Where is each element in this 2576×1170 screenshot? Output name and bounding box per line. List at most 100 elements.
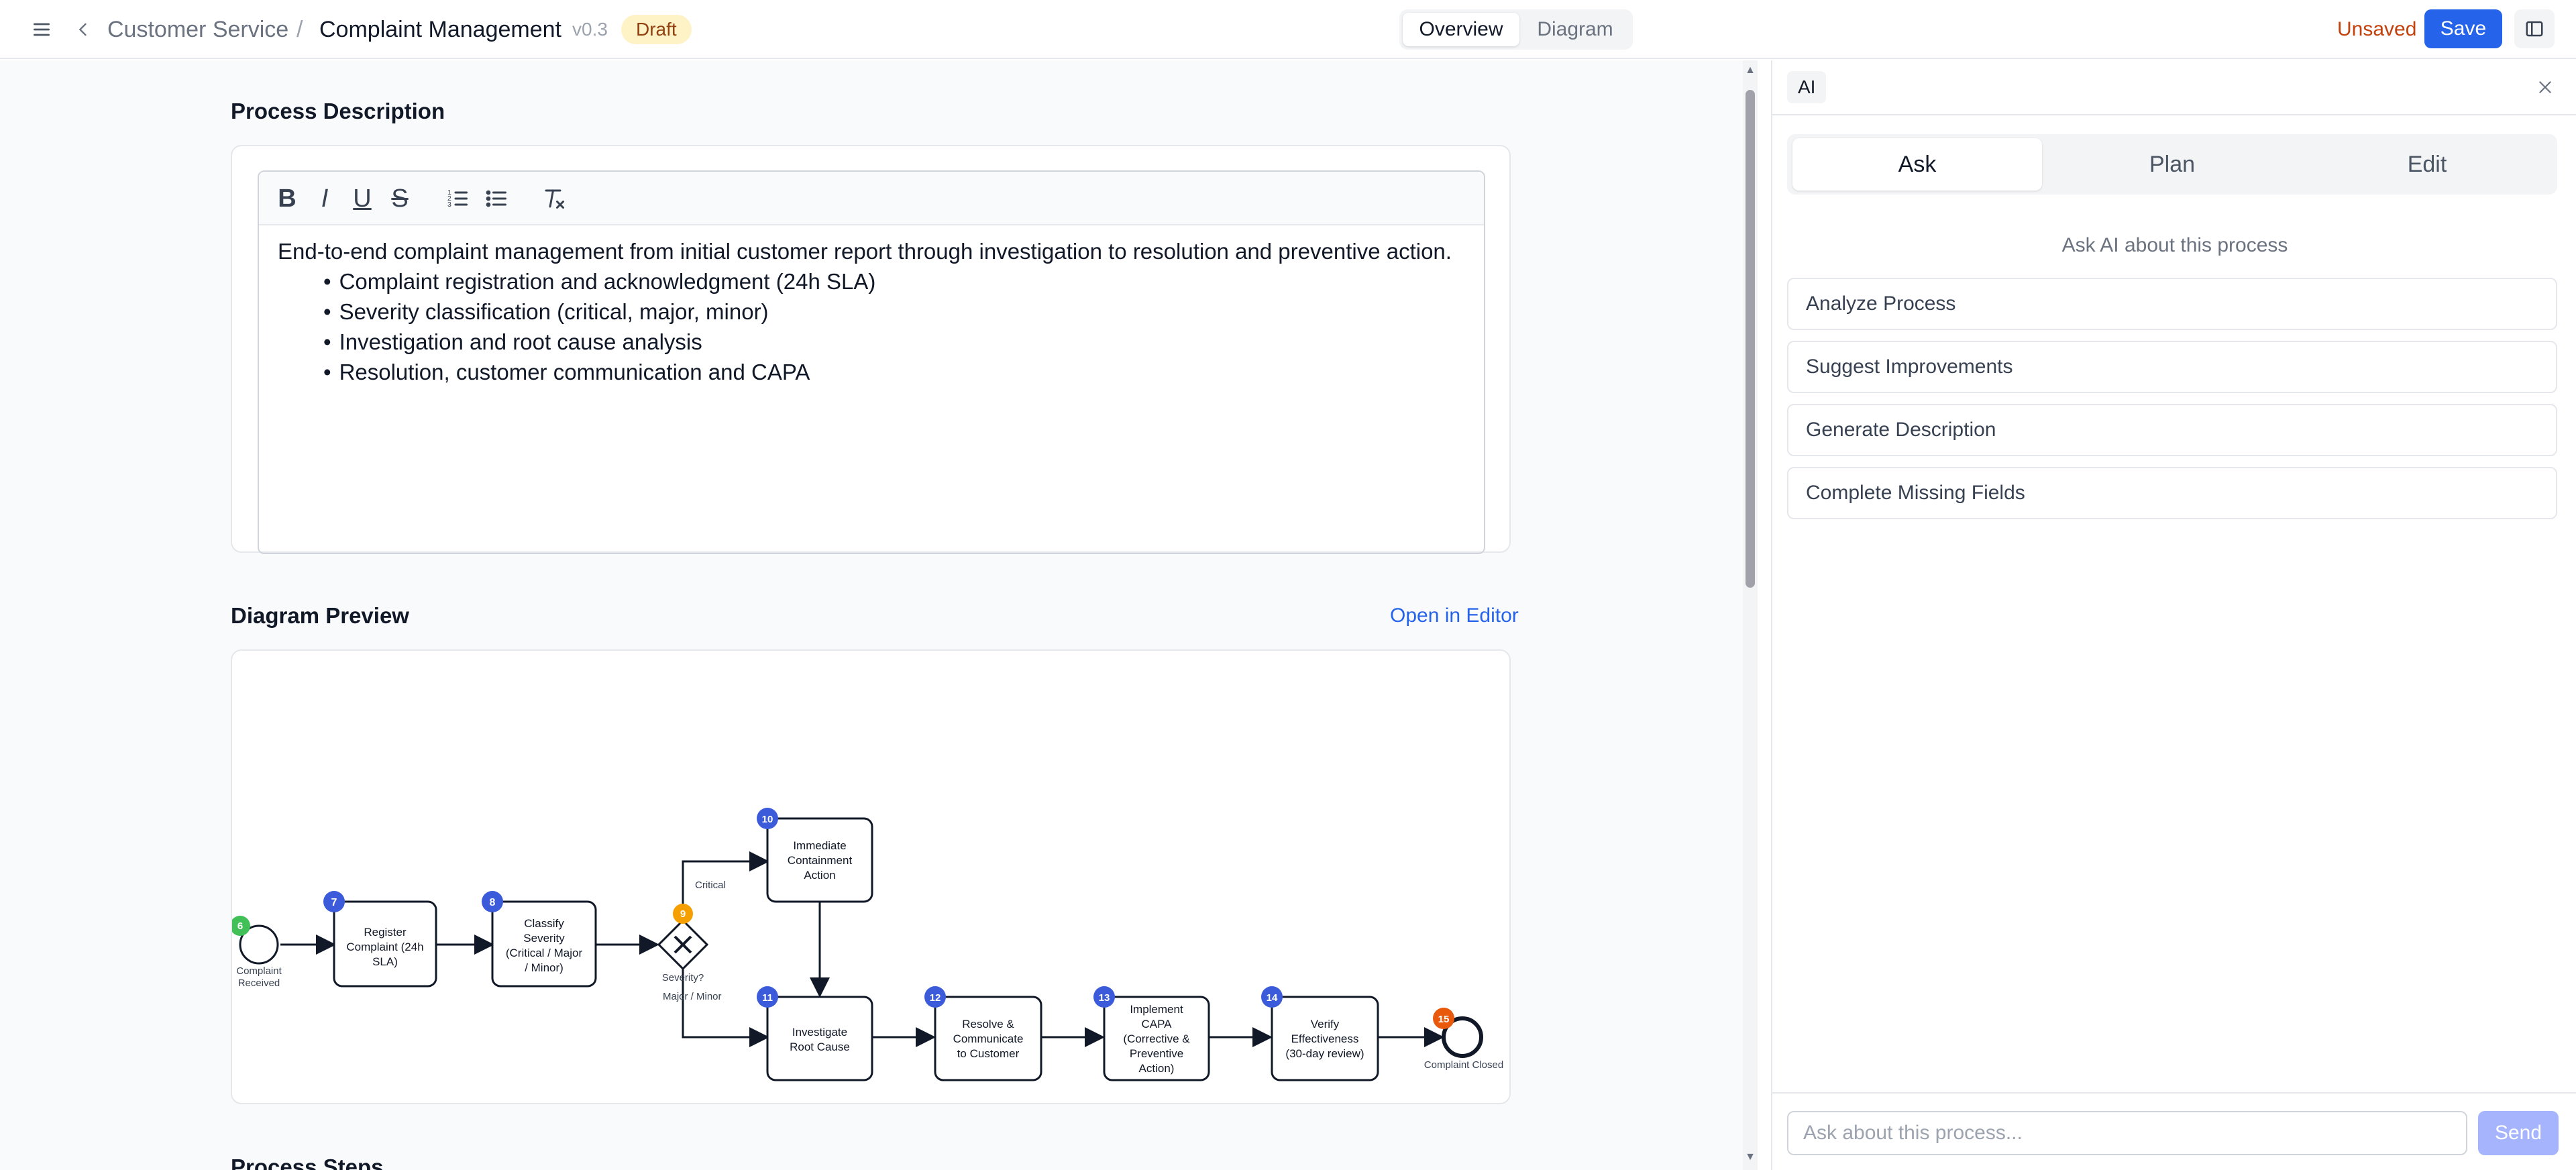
start-label-line: Complaint: [236, 965, 282, 977]
tab-overview[interactable]: Overview: [1403, 13, 1519, 46]
end-label: Complaint Closed: [1424, 1059, 1503, 1071]
task-label-line: Effectiveness: [1291, 1032, 1359, 1045]
scrollbar-thumb[interactable]: [1746, 90, 1755, 588]
task-label-line: Immediate: [793, 839, 846, 852]
bold-icon[interactable]: B: [278, 184, 297, 213]
tab-ask[interactable]: Ask: [1792, 138, 2042, 191]
description-text: End-to-end complaint management from ini…: [278, 239, 1452, 264]
suggest-improvements-button[interactable]: Suggest Improvements: [1787, 341, 2557, 393]
bullet-list-icon[interactable]: [480, 182, 513, 215]
view-switcher: Overview Diagram: [1399, 9, 1633, 50]
open-in-editor-link[interactable]: Open in Editor: [1390, 604, 1519, 627]
bpmn-diagram[interactable]: Critical Major / Minor Complaint Receive…: [232, 651, 1509, 1103]
step-badge-number: 10: [762, 814, 773, 825]
task-investigate-root-cause[interactable]: Investigate Root Cause 11: [757, 986, 873, 1081]
step-badge-number: 15: [1438, 1014, 1450, 1025]
send-button[interactable]: Send: [2478, 1111, 2559, 1155]
ai-panel-label: AI: [1787, 71, 1827, 103]
process-description-heading: Process Description: [231, 99, 445, 123]
step-badge-number: 12: [930, 992, 941, 1004]
underline-icon[interactable]: U: [353, 184, 372, 213]
step-badge: [757, 808, 778, 829]
step-badge: [673, 904, 693, 924]
tab-edit[interactable]: Edit: [2407, 152, 2447, 177]
process-steps-heading: Process Steps: [231, 1155, 384, 1170]
task-verify-effectiveness[interactable]: Verify Effectiveness (30-day review) 14: [1261, 986, 1379, 1081]
main-scrollbar[interactable]: ▲ ▼: [1743, 60, 1758, 1170]
edge-label-critical: Critical: [695, 880, 726, 891]
close-icon[interactable]: [2530, 72, 2560, 102]
task-label-line: Severity: [523, 932, 565, 945]
scroll-down-arrow-icon[interactable]: ▼: [1745, 1151, 1756, 1163]
task-label-line: (30-day review): [1285, 1047, 1364, 1060]
task-label-line: Complaint (24h: [346, 941, 423, 953]
start-label-line: Received: [238, 977, 280, 989]
ai-mode-tabs: Ask Plan Edit: [1787, 134, 2557, 195]
end-event[interactable]: Complaint Closed 15: [1424, 1008, 1503, 1071]
gateway-label: Severity?: [662, 972, 704, 983]
task-immediate-containment[interactable]: Immediate Containment Action 10: [757, 808, 873, 903]
step-badge-number: 9: [680, 908, 686, 920]
task-label-line: Classify: [524, 917, 564, 930]
diagram-card: Critical Major / Minor Complaint Receive…: [231, 649, 1511, 1104]
task-label-line: Investigate: [792, 1026, 847, 1039]
analyze-process-button[interactable]: Analyze Process: [1787, 278, 2557, 330]
svg-text:3: 3: [447, 201, 451, 209]
bullet-item: Resolution, customer communication and C…: [323, 357, 1465, 387]
ai-panel: AI Ask Plan Edit Ask AI about this proce…: [1771, 60, 2576, 1170]
task-label-line: CAPA: [1141, 1018, 1172, 1030]
task-register-complaint[interactable]: Register Complaint (24h SLA) 7: [323, 891, 437, 988]
step-badge-number: 14: [1267, 992, 1278, 1004]
task-implement-capa[interactable]: Implement CAPA (Corrective & Preventive …: [1093, 986, 1210, 1081]
strikethrough-icon[interactable]: S: [391, 184, 409, 213]
task-label-line: Implement: [1130, 1003, 1183, 1016]
task-label-line: Register: [364, 926, 407, 939]
tab-plan[interactable]: Plan: [2149, 152, 2196, 177]
bullet-item: Complaint registration and acknowledgmen…: [323, 266, 1465, 297]
task-label-line: Containment: [788, 854, 853, 867]
ai-question-input[interactable]: [1787, 1111, 2467, 1155]
gateway-severity[interactable]: Severity? 9: [657, 904, 709, 983]
diagram-preview-heading: Diagram Preview: [231, 603, 409, 628]
task-classify-severity[interactable]: Classify Severity (Critical / Major / Mi…: [482, 891, 597, 988]
task-resolve-communicate[interactable]: Resolve & Communicate to Customer 12: [924, 986, 1042, 1081]
clear-format-icon[interactable]: [538, 182, 570, 215]
task-label-line: Root Cause: [790, 1041, 850, 1053]
step-badge: [323, 891, 345, 912]
ai-hint-text: Ask AI about this process: [2061, 234, 2288, 256]
italic-icon[interactable]: I: [321, 184, 329, 213]
chevron-left-icon[interactable]: [67, 13, 99, 46]
hamburger-menu-icon[interactable]: [25, 13, 58, 46]
step-badge-number: 6: [237, 920, 243, 932]
divider: [1772, 1092, 2576, 1094]
start-event[interactable]: Complaint Received 6: [232, 916, 282, 989]
unsaved-indicator: Unsaved: [2337, 18, 2417, 40]
task-label-line: Action: [804, 869, 835, 882]
step-badge: [482, 891, 503, 912]
sidebar-panel-icon[interactable]: [2514, 9, 2555, 48]
step-badge: [757, 986, 778, 1008]
task-label-line: Resolve &: [962, 1018, 1014, 1030]
tab-diagram[interactable]: Diagram: [1537, 18, 1613, 40]
task-label-line: (Corrective &: [1123, 1032, 1190, 1045]
task-label-line: Communicate: [953, 1032, 1024, 1045]
description-bullets: Complaint registration and acknowledgmen…: [278, 266, 1465, 387]
generate-description-button[interactable]: Generate Description: [1787, 404, 2557, 456]
task-label-line: Preventive: [1130, 1047, 1183, 1060]
step-badge-number: 13: [1099, 992, 1110, 1004]
diagram-edges: [280, 851, 1444, 1047]
save-button[interactable]: Save: [2424, 9, 2502, 48]
edge-label-major-minor: Major / Minor: [663, 991, 722, 1002]
complete-missing-fields-button[interactable]: Complete Missing Fields: [1787, 467, 2557, 519]
top-bar: Customer Service / Complaint Management …: [0, 0, 2576, 59]
task-label-line: (Critical / Major: [506, 947, 583, 959]
breadcrumb-parent[interactable]: Customer Service: [107, 17, 289, 42]
scroll-up-arrow-icon[interactable]: ▲: [1745, 64, 1756, 76]
page-title: Complaint Management: [319, 17, 561, 42]
bullet-item: Investigation and root cause analysis: [323, 327, 1465, 357]
